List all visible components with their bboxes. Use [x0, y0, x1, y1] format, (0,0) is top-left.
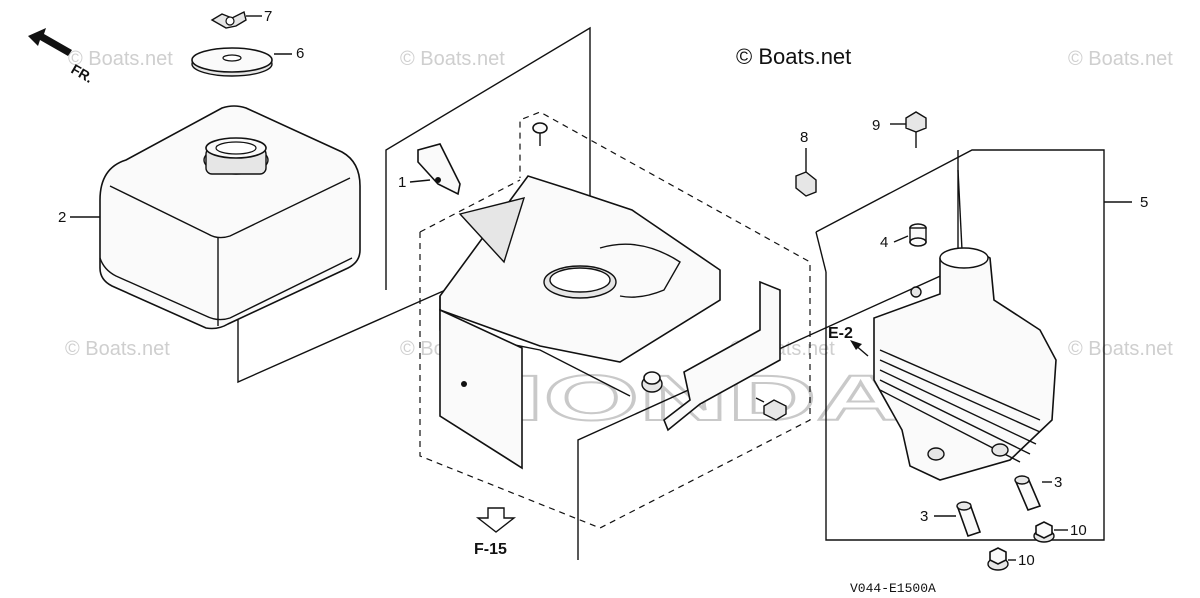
bolt [755, 397, 787, 421]
front-direction-arrow-icon [28, 28, 72, 56]
watermark: © Boats.net [68, 48, 173, 70]
callout-10-lower: 10 [1018, 552, 1035, 569]
callout-5: 5 [1140, 194, 1148, 211]
callout-3-upper: 3 [1054, 474, 1062, 491]
wing-nut [210, 10, 247, 29]
air-cleaner-elbow [873, 169, 1057, 481]
watermark: © Boats.net [400, 48, 505, 70]
watermark: © Boats.net [1068, 338, 1173, 360]
bracket [417, 143, 461, 196]
drawing-code: V044-E1500A [850, 581, 936, 596]
copyright-text: © Boats.net [736, 44, 851, 69]
flange-bolt [905, 111, 927, 148]
watermark: © Boats.net [65, 338, 170, 360]
flange-nut-upper [1033, 521, 1055, 543]
reference-e2: E-2 [828, 325, 853, 342]
collar [909, 223, 927, 247]
reference-arrow-down-icon [475, 507, 517, 533]
callout-6: 6 [296, 45, 304, 62]
screw [532, 122, 548, 146]
part-5-frame [815, 149, 1105, 541]
reference-f15: F-15 [474, 541, 507, 558]
grommet [641, 371, 663, 393]
watermark: © Boats.net [1068, 48, 1173, 70]
callout-8: 8 [800, 129, 808, 146]
brand-watermark: HONDA [455, 362, 905, 434]
callout-2: 2 [58, 209, 66, 226]
assembly-dashed-line [419, 111, 811, 529]
tube-upper [1014, 475, 1042, 511]
callout-4: 4 [880, 234, 888, 251]
flange-nut-lower [987, 547, 1009, 571]
reference-arrow-icon [850, 340, 869, 357]
air-cleaner-cover [99, 105, 361, 330]
tube-lower [956, 501, 982, 538]
callout-1: 1 [398, 174, 406, 191]
seal-washer [191, 47, 273, 77]
callout-10-upper: 10 [1070, 522, 1087, 539]
air-cleaner-case [439, 175, 781, 470]
assembly-frame-line [237, 26, 591, 384]
clip-nut [795, 171, 817, 197]
callout-7: 7 [264, 8, 272, 25]
callout-3-lower: 3 [920, 508, 928, 525]
callout-9: 9 [872, 117, 880, 134]
assembly-dashed-line [419, 179, 521, 233]
